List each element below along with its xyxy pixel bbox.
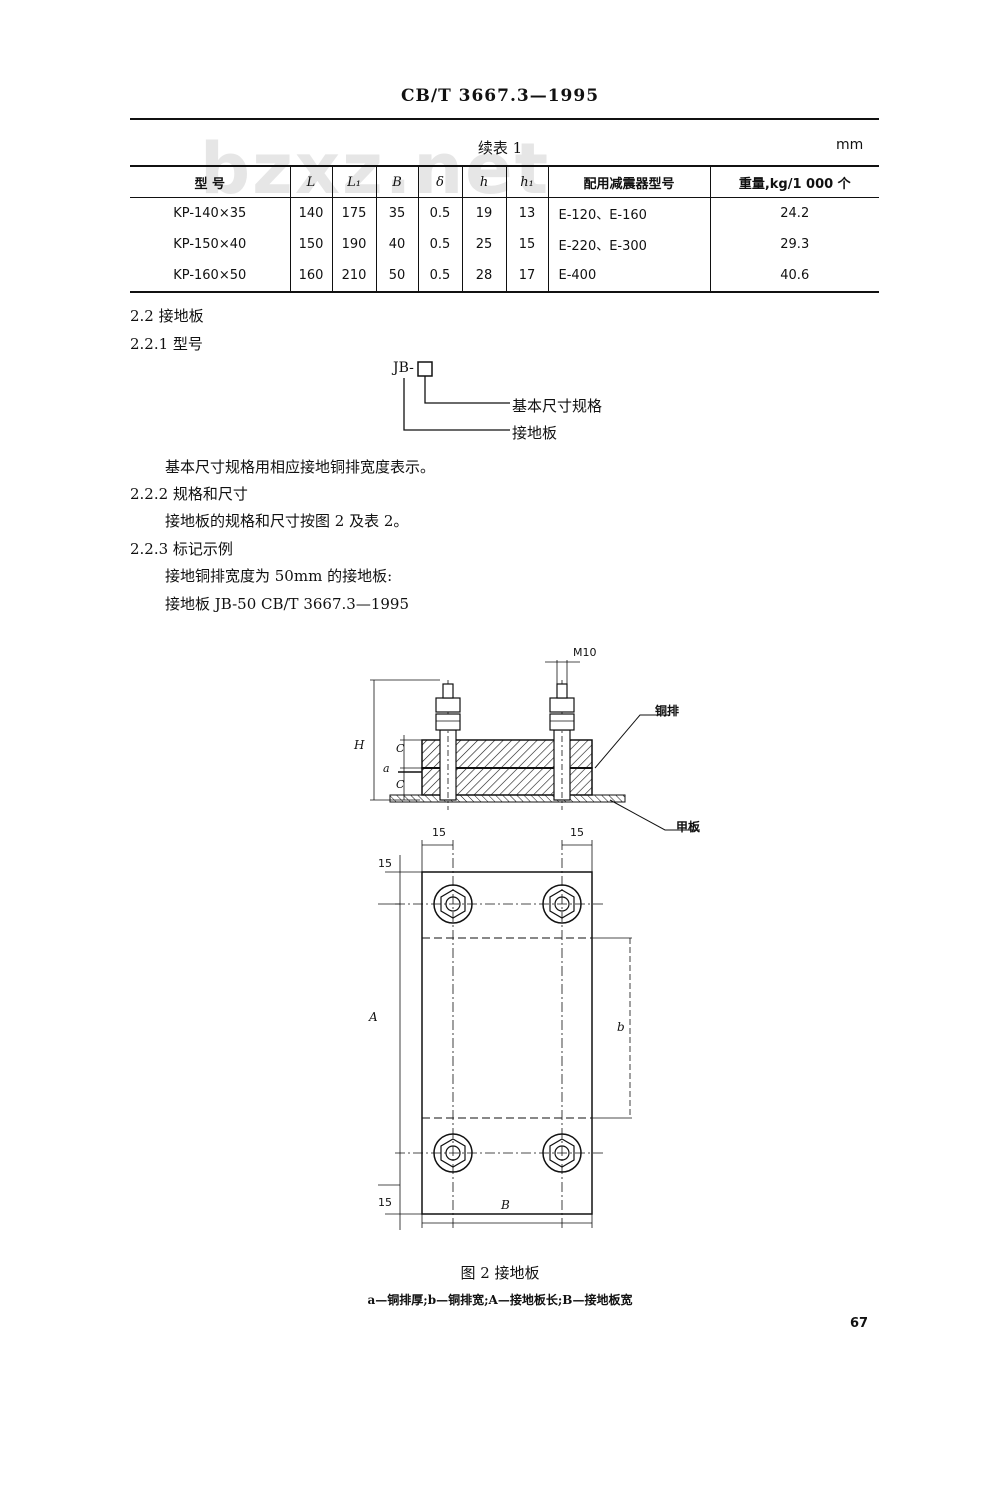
label-C-bottom: C <box>396 778 405 791</box>
figure-caption: 图 2 接地板 <box>460 1264 540 1282</box>
table-title: 续表 1 <box>477 139 523 157</box>
spec-table: 型 号 L L₁ B δ h h₁ 配用减震器型号 重量,kg/1 000 个 … <box>130 165 879 293</box>
cell: 40.6 <box>709 260 879 293</box>
cell: KP-160×50 <box>130 260 290 293</box>
cell: 13 <box>505 197 548 229</box>
col-damper: 配用减震器型号 <box>547 165 710 198</box>
header-rule <box>130 118 879 120</box>
model-code: JB- <box>393 360 414 376</box>
cell: 190 <box>331 229 376 260</box>
cell: 17 <box>505 260 548 293</box>
cell: E-120、E-160 <box>547 197 710 229</box>
section-2-2-2: 2.2.2 规格和尺寸 <box>130 485 248 503</box>
page-number: 67 <box>850 1316 869 1331</box>
cell: 0.5 <box>417 197 462 229</box>
col-B: B <box>375 165 418 198</box>
label-15-left-bottom: 15 <box>378 1196 392 1209</box>
figure-2-drawing <box>370 660 700 1230</box>
cell: 19 <box>461 197 506 229</box>
cell: 28 <box>461 260 506 293</box>
label-15-top-left: 15 <box>432 826 446 839</box>
col-model: 型 号 <box>130 165 290 198</box>
label-C-top: C <box>396 742 405 755</box>
label-m10: M10 <box>573 646 597 659</box>
cell: 210 <box>331 260 376 293</box>
text-2-2-1: 基本尺寸规格用相应接地铜排宽度表示。 <box>165 458 436 476</box>
text-2-2-3-b: 接地板 JB-50 CB/T 3667.3—1995 <box>165 595 409 613</box>
label-15-top-right: 15 <box>570 826 584 839</box>
label-copper-bar: 铜排 <box>655 704 680 718</box>
table-header-row: 型 号 L L₁ B δ h h₁ 配用减震器型号 重量,kg/1 000 个 <box>130 165 879 198</box>
label-deck: 甲板 <box>676 820 701 834</box>
cell: 0.5 <box>417 260 462 293</box>
cell: 15 <box>505 229 548 260</box>
table-row: KP-160×50 160 210 50 0.5 28 17 E-400 40.… <box>130 260 879 293</box>
table-row: KP-140×35 140 175 35 0.5 19 13 E-120、E-1… <box>130 197 879 229</box>
col-h1: h₁ <box>505 165 548 198</box>
label-B: B <box>501 1198 510 1212</box>
cell: 175 <box>331 197 376 229</box>
cell: E-400 <box>547 260 710 293</box>
cell: 25 <box>461 229 506 260</box>
cell: 40 <box>375 229 418 260</box>
figure-legend: a—铜排厚;b—铜排宽;A—接地板长;B—接地板宽 <box>367 1293 633 1307</box>
section-2-2: 2.2 接地板 <box>130 307 204 325</box>
plate-outline <box>421 871 593 1215</box>
deck-plate <box>389 794 626 803</box>
cell: 140 <box>289 197 332 229</box>
text-2-2-2: 接地板的规格和尺寸按图 2 及表 2。 <box>165 512 409 530</box>
section-2-2-3: 2.2.3 标记示例 <box>130 540 233 558</box>
model-code-diagram <box>403 361 510 431</box>
col-L: L <box>289 165 332 198</box>
cell: 29.3 <box>709 229 879 260</box>
cell: KP-150×40 <box>173 237 247 252</box>
cell: KP-140×35 <box>173 206 247 221</box>
col-L1: L₁ <box>331 165 376 198</box>
label-15-left-top: 15 <box>378 857 392 870</box>
col-weight: 重量,kg/1 000 个 <box>709 165 879 198</box>
label-basic-size: 基本尺寸规格 <box>512 397 603 415</box>
label-H: H <box>354 738 365 752</box>
section-2-2-1: 2.2.1 型号 <box>130 335 203 353</box>
label-A: A <box>369 1010 378 1024</box>
cell: 35 <box>375 197 418 229</box>
table-unit: mm <box>836 137 864 153</box>
cell: 24.2 <box>709 197 879 229</box>
col-h: h <box>461 165 506 198</box>
label-b: b <box>617 1020 625 1034</box>
label-a: a <box>383 762 390 775</box>
cell: 50 <box>375 260 418 293</box>
cell: E-220、E-300 <box>547 229 710 260</box>
cell: 160 <box>289 260 332 293</box>
cell: 0.5 <box>417 229 462 260</box>
col-delta: δ <box>417 165 462 198</box>
text-2-2-3-a: 接地铜排宽度为 50mm 的接地板: <box>165 567 393 585</box>
table-row: KP-150×40 150 190 40 0.5 25 15 E-220、E-3… <box>130 229 879 260</box>
label-ground-plate: 接地板 <box>512 424 558 442</box>
cell: 150 <box>289 229 332 260</box>
page-header: CB/T 3667.3—1995 <box>400 86 600 106</box>
